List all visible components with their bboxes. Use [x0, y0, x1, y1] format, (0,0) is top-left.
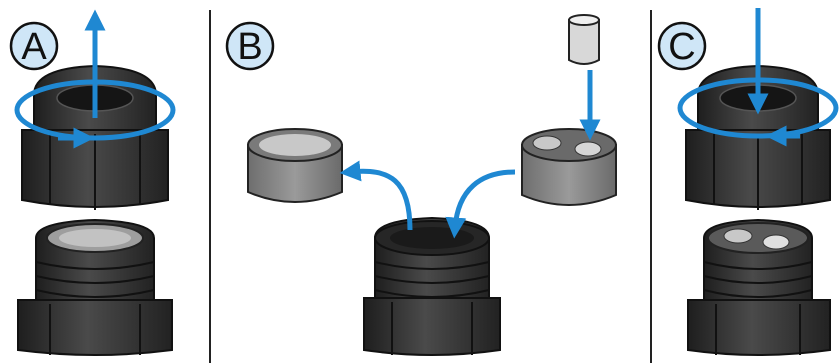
- remove-seal-arrow: [339, 160, 413, 231]
- gland-body-c: [687, 218, 831, 356]
- step-label-a: A: [21, 26, 47, 68]
- new-seal-insert: [521, 128, 617, 206]
- step-label-c: C: [668, 26, 695, 68]
- removed-seal: [247, 128, 343, 203]
- step-badge-c: C: [657, 21, 707, 71]
- blanking-plug: [568, 14, 600, 65]
- step-badge-b: B: [225, 21, 275, 71]
- gland-body: [17, 218, 173, 356]
- insert-seal-arrow: [445, 169, 516, 239]
- step-badge-a: A: [9, 21, 59, 71]
- panel-c: C: [657, 8, 839, 356]
- step-label-b: B: [237, 26, 262, 68]
- gland-body-b: [363, 216, 501, 356]
- panel-a: A: [9, 9, 176, 356]
- panel-b: B: [225, 14, 617, 356]
